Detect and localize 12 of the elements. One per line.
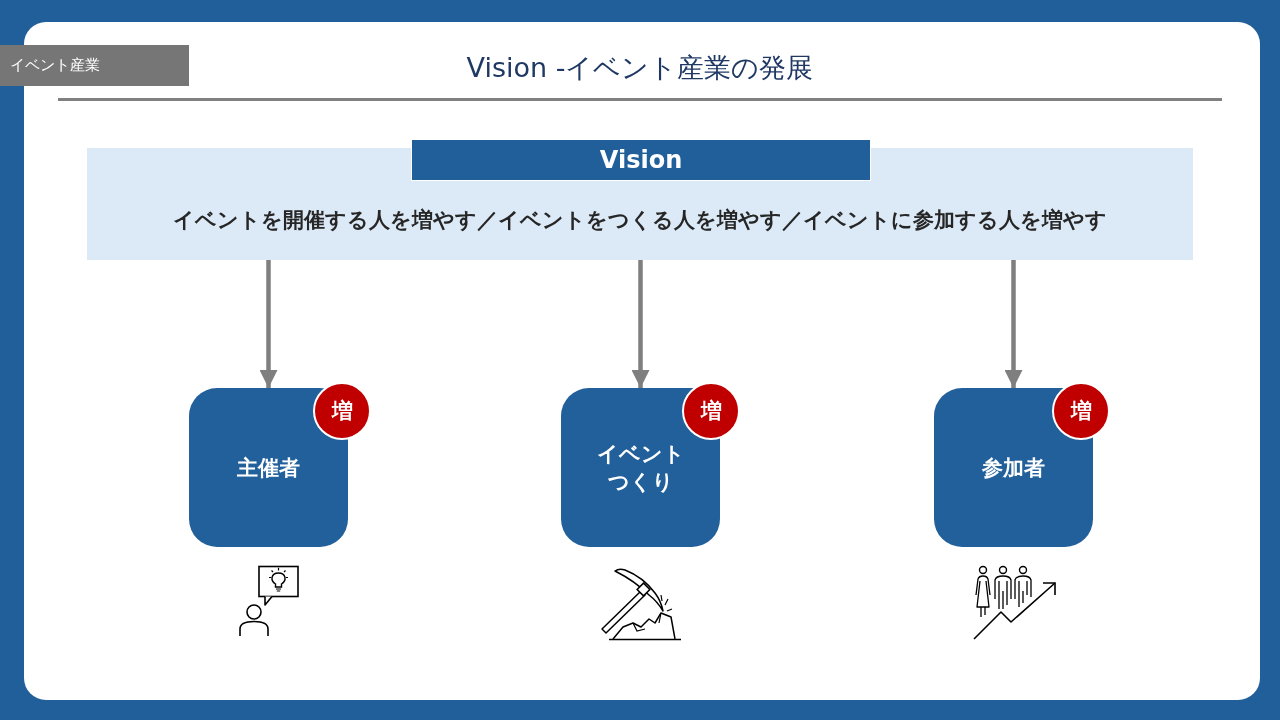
vision-statement: イベントを開催する人を増やす／イベントをつくる人を増やす／イベントに参加する人を増やす [172, 207, 1108, 234]
arrow [259, 260, 278, 388]
box-label: 参加者 [982, 454, 1045, 482]
slide-title: Vision -イベント産業の発展 [466, 51, 814, 85]
section-tab: イベント産業 [0, 45, 189, 86]
category-box [561, 388, 720, 547]
box-label: 主催者 [237, 454, 300, 482]
category-box [934, 388, 1093, 547]
arrow [1004, 260, 1023, 388]
arrow [631, 260, 650, 388]
box-label: イベントつくり [595, 440, 686, 496]
heading-banner: Vision [411, 139, 871, 181]
